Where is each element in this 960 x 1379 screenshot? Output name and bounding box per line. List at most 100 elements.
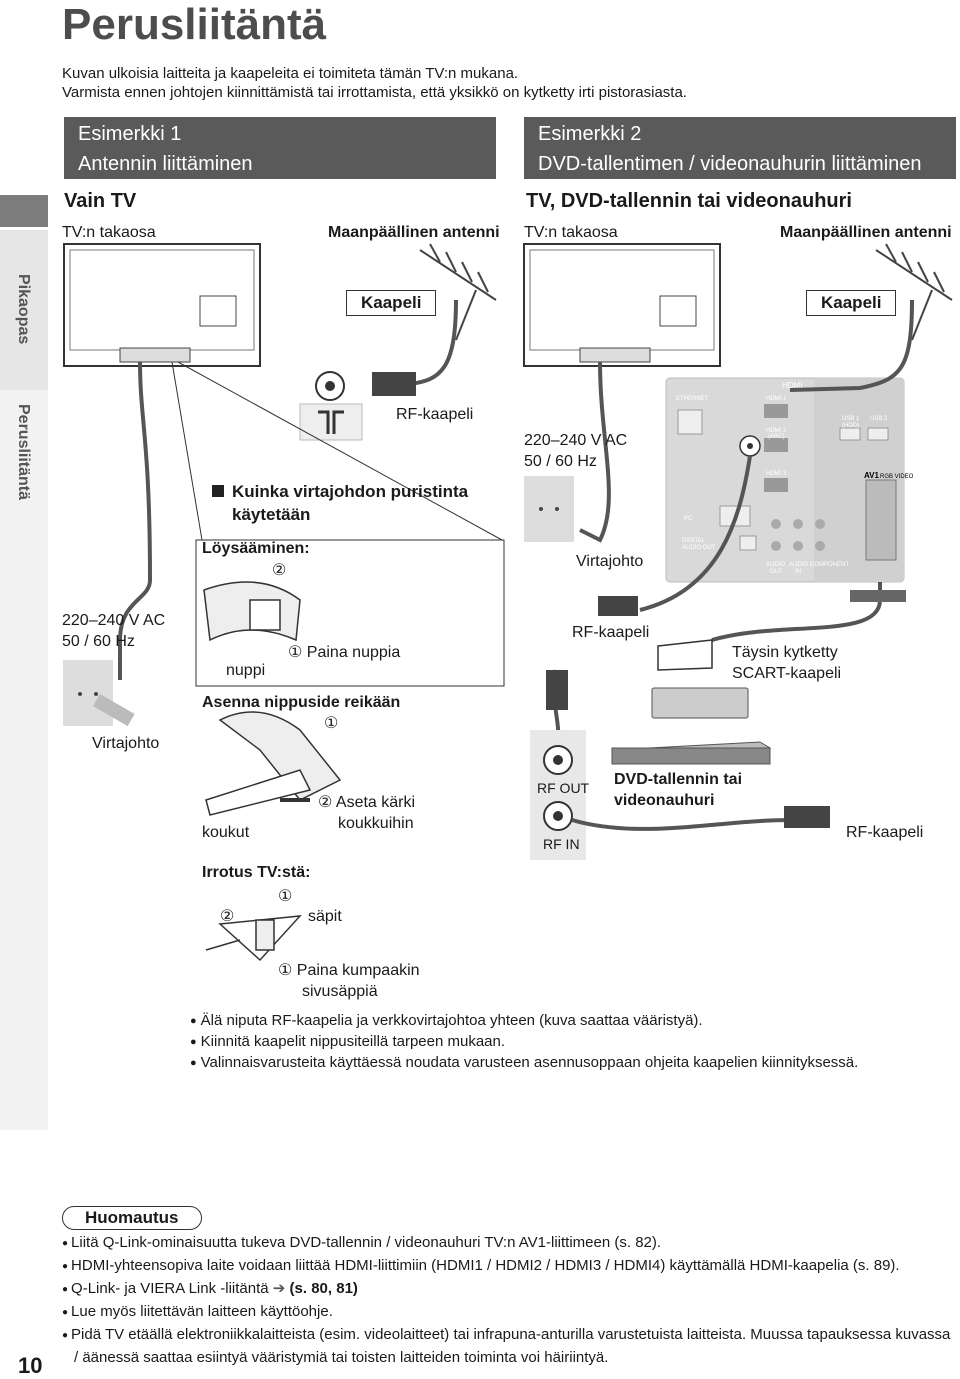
example2-dvd-line1: DVD-tallennin tai xyxy=(614,771,743,788)
callout-line-2 xyxy=(177,361,503,541)
example2-subhead: TV, DVD-tallennin tai videonauhuri xyxy=(526,190,852,212)
rf-plug-down xyxy=(546,670,568,710)
example1-power-cord: Virtajohto xyxy=(92,735,160,752)
tv-back-1 xyxy=(63,243,261,367)
example2-rf-cable-bottom: RF-kaapeli xyxy=(846,824,924,841)
panel-hdmi1: HDMI 1 xyxy=(766,396,787,402)
clamp-detach-step2: ② xyxy=(220,908,235,925)
panel-hdmi2: HDMI 2 xyxy=(766,428,787,434)
clamp-insert-tip: ② Aseta kärki koukkuihin xyxy=(318,792,415,834)
rf-cable-ant-2 xyxy=(789,299,914,392)
qlink-text: Q-Link- ja VIERA Link -liitäntä xyxy=(71,1280,269,1297)
clamp-heading: Kuinka virtajohdon puristinta käytetään xyxy=(212,480,468,526)
clamp-detach-label: Irrotus TV:stä: xyxy=(202,864,311,881)
example2-cable-box: Kaapeli xyxy=(806,290,897,316)
rf-socket-1 xyxy=(299,371,363,441)
panel-rgb-video: RGB VIDEO xyxy=(880,474,914,480)
antenna-2 xyxy=(875,243,953,341)
rf-plug-2 xyxy=(598,596,638,616)
intro-text: Kuvan ulkoisia laitteita ja kaapeleita e… xyxy=(62,64,687,102)
clamp-install-label: Asenna nippuside reikään xyxy=(202,694,401,711)
panel-audio-in-1: AUDIO xyxy=(789,562,808,568)
rf-out-label: RF OUT xyxy=(537,780,590,796)
panel-usb2: USB 2 xyxy=(870,416,888,422)
example1-subhead: Vain TV xyxy=(64,190,137,212)
example1-cable-box: Kaapeli xyxy=(346,290,437,316)
scart-plug-bottom xyxy=(651,687,749,719)
page-title: Perusliitäntä xyxy=(62,0,327,49)
panel-ethernet: ETHERNET xyxy=(676,396,709,402)
panel-hdd: (HDD) xyxy=(842,423,859,429)
panel-hdmi3: HDMI 3 xyxy=(766,471,787,477)
page-number: 10 xyxy=(18,1353,43,1378)
note-item: HDMI-yhteensopiva laite voidaan liittää … xyxy=(62,1255,954,1278)
panel-usb1: USB 1 xyxy=(842,416,860,422)
callout-line xyxy=(171,361,203,541)
qlink-ref[interactable]: (s. 80, 81) xyxy=(289,1280,358,1297)
clamp-press-both-num: ① xyxy=(278,962,293,979)
bullet-item: Kiinnitä kaapelit nippusiteillä tarpeen … xyxy=(190,1032,858,1053)
example2-power-cord: Virtajohto xyxy=(576,553,644,570)
clamp-install-step1: ① xyxy=(324,715,339,732)
power-outlet-1 xyxy=(63,660,135,727)
example2-title-line1: Esimerkki 2 xyxy=(538,123,642,145)
note-item: Liitä Q-Link-ominaisuutta tukeva DVD-tal… xyxy=(62,1232,954,1255)
clamp-press-knob: Paina nuppia xyxy=(306,644,401,661)
example2-voltage-line1: 220–240 V AC xyxy=(524,432,628,449)
clamp-insert-tip-line1: Aseta kärki xyxy=(335,794,416,811)
panel-audio-in-2: IN xyxy=(795,569,801,575)
example2-scart-line1: Täysin kytketty xyxy=(732,644,838,661)
notes-list: Liitä Q-Link-ominaisuutta tukeva DVD-tal… xyxy=(62,1232,954,1368)
clamp-install-illustration xyxy=(205,711,342,816)
example2-header: Esimerkki 2 DVD-tallentimen / videonauhu… xyxy=(524,117,956,179)
clamp-tabs-label: säpit xyxy=(308,908,342,925)
notes-title: Huomautus xyxy=(62,1206,202,1230)
antenna-1 xyxy=(419,243,497,341)
example1-title-line2: Antennin liittäminen xyxy=(78,153,253,175)
note-item: Lue myös liitettävän laitteen käyttöohje… xyxy=(62,1301,954,1324)
example1-tv-back: TV:n takaosa xyxy=(62,224,156,241)
clamp-step1-num: ① xyxy=(288,644,303,661)
panel-audio-out-2: OUT xyxy=(770,569,783,575)
panel-pc: PC xyxy=(684,516,693,522)
sidebar-tab-pikaopas[interactable]: Pikaopas xyxy=(0,230,48,390)
power-cable-2 xyxy=(579,361,611,543)
panel-audio-out-1: AUDIO xyxy=(766,562,785,568)
clamp-release-step2: ② xyxy=(272,562,287,579)
sidebar-tab-perusliitanta[interactable]: Perusliitäntä xyxy=(0,390,48,1130)
dvd-recorder xyxy=(610,741,772,765)
example2-antenna-label: Maanpäällinen antenni xyxy=(780,224,952,241)
sidebar-tab-perusliitanta-label: Perusliitäntä xyxy=(15,404,32,501)
clamp-detach-step1: ① xyxy=(278,888,293,905)
clamp-knob-label: nuppi xyxy=(226,662,266,679)
example2-voltage: 220–240 V AC 50 / 60 Hz xyxy=(524,430,627,472)
example1-voltage: 220–240 V AC 50 / 60 Hz xyxy=(62,610,165,652)
clamp-press-both-line2: sivusäppiä xyxy=(302,983,378,1000)
clamp-release-label: Löysääminen: xyxy=(202,540,310,557)
example2-dvd: DVD-tallennin tai videonauhuri xyxy=(614,769,742,811)
bullet-item: Älä niputa RF-kaapelia ja verkkovirtajoh… xyxy=(190,1011,858,1032)
clamp-heading-line1: Kuinka virtajohdon puristinta xyxy=(232,482,469,501)
power-cable-1 xyxy=(118,361,153,680)
rf-in-label: RF IN xyxy=(543,836,580,852)
clamp-insert-step2: ② xyxy=(318,794,333,811)
tv-terminal-panel xyxy=(665,377,905,583)
panel-component: COMPONENT xyxy=(810,562,849,568)
arrow-right-icon: ➔ xyxy=(272,1280,286,1297)
panel-digital-audio-2: AUDIO OUT xyxy=(682,545,716,551)
example2-voltage-line2: 50 / 60 Hz xyxy=(524,453,597,470)
scart-cable xyxy=(711,582,882,642)
example2-tv-back: TV:n takaosa xyxy=(524,224,618,241)
example2-dvd-line2: videonauhuri xyxy=(614,792,715,809)
example1-rf-cable-label: RF-kaapeli xyxy=(396,406,474,423)
example1-antenna-label: Maanpäällinen antenni xyxy=(328,224,500,241)
clamp-hooks-label: koukut xyxy=(202,824,250,841)
bullet-item: Valinnaisvarusteita käyttäessä noudata v… xyxy=(190,1053,859,1074)
example2-scart: Täysin kytketty SCART-kaapeli xyxy=(732,642,841,684)
clamp-step1: ① Paina nuppia xyxy=(288,642,400,662)
example1-title-line1: Esimerkki 1 xyxy=(78,123,182,145)
panel-hdmi-logo: HDMI xyxy=(782,381,802,390)
panel-arc: (ARC) xyxy=(768,434,785,440)
square-bullet-icon xyxy=(212,485,224,497)
